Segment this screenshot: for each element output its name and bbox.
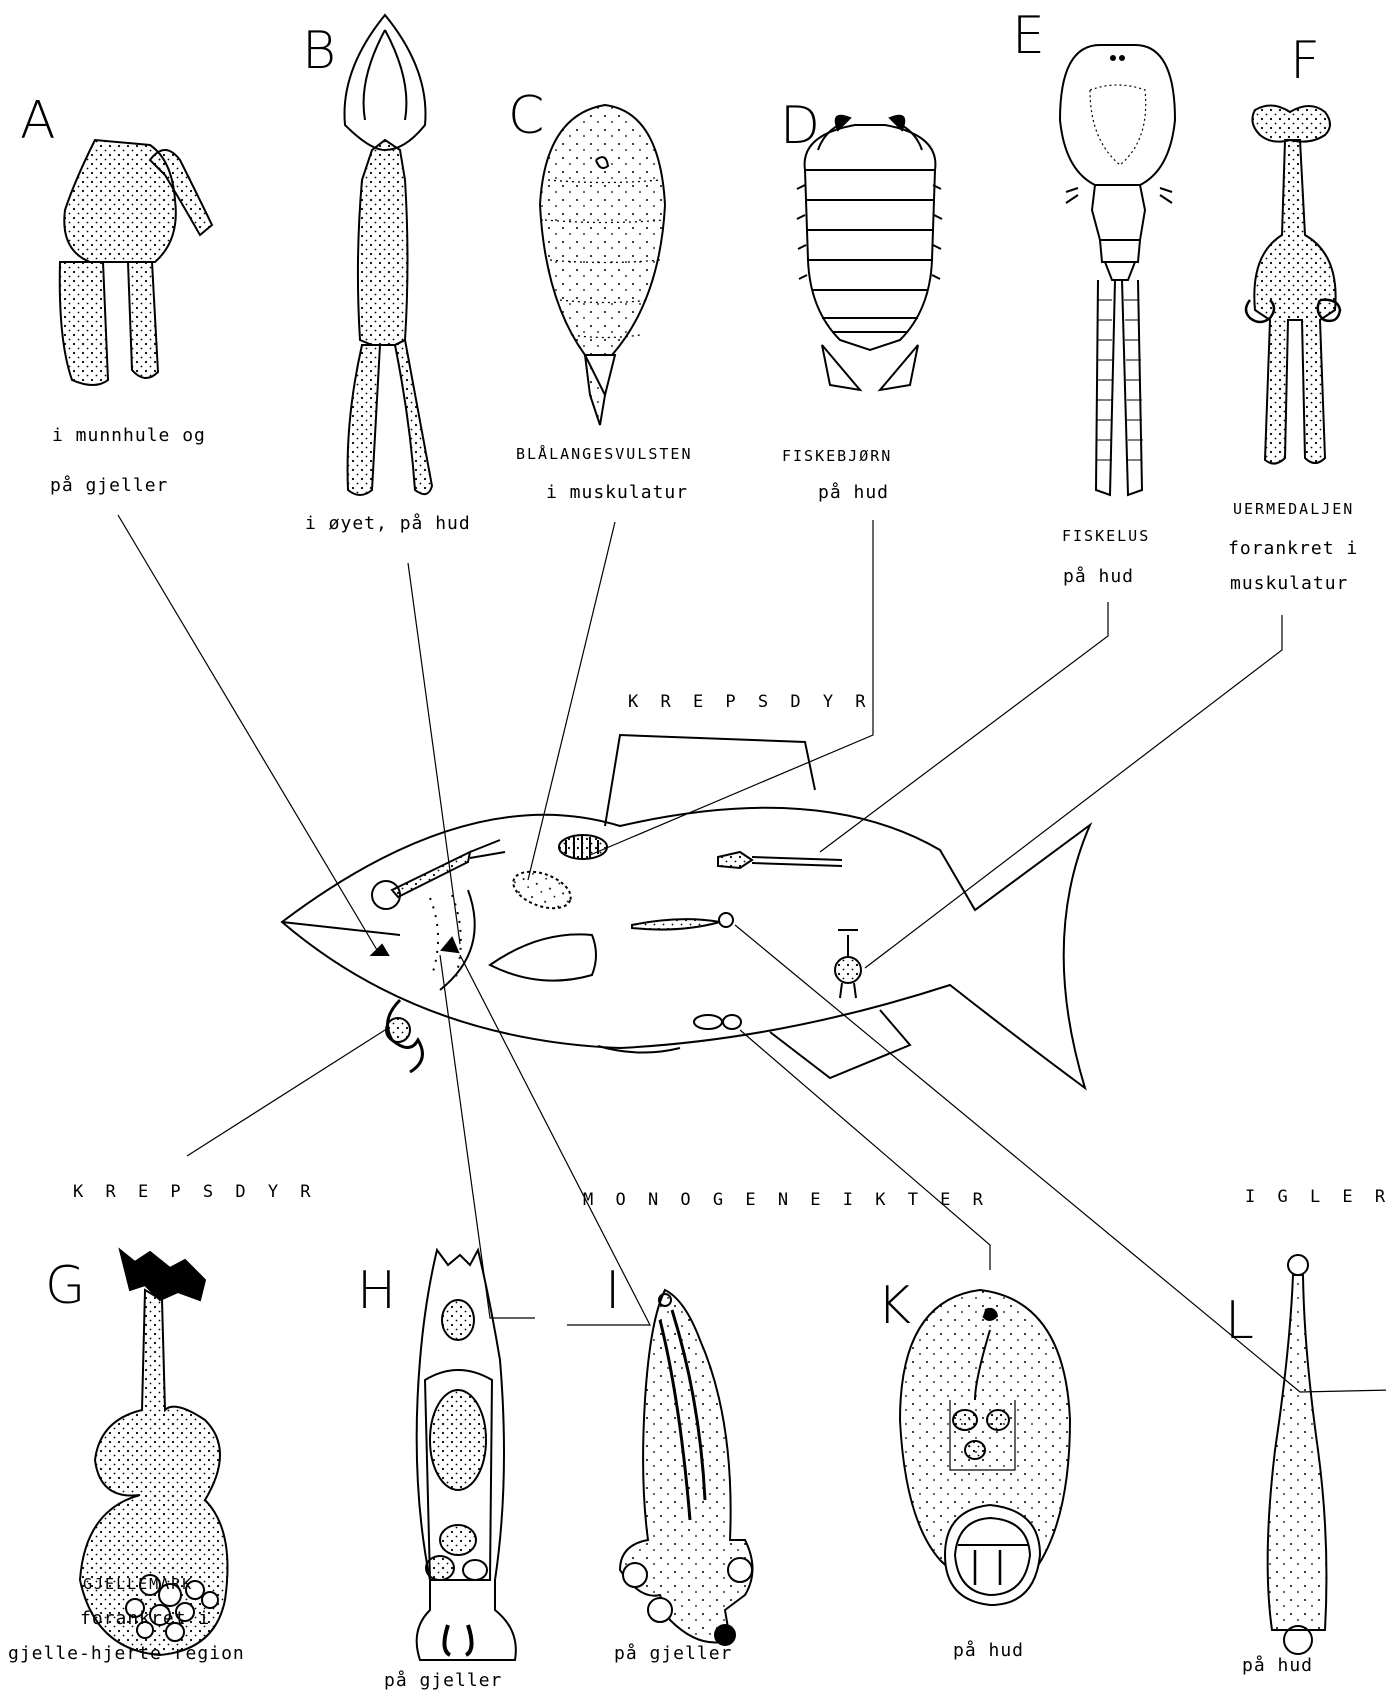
figure-H	[417, 1250, 516, 1660]
caption-A-1: i munnhule og	[52, 425, 206, 446]
caption-E-2: på hud	[1063, 566, 1134, 587]
letter-I: I	[605, 1265, 620, 1317]
figure-D	[797, 116, 942, 390]
caption-F-1: UERMEDALJEN	[1233, 500, 1354, 518]
figure-F	[1246, 105, 1340, 463]
caption-I-1: på gjeller	[614, 1643, 732, 1664]
letter-D: D	[780, 100, 820, 152]
fish-parasite-B	[392, 840, 505, 897]
group-label-krepsdyr-top: K R E P S D Y R	[628, 692, 872, 712]
caption-G-1: GJELLEMARK	[83, 1575, 193, 1593]
caption-B-1: i øyet, på hud	[305, 513, 471, 534]
group-label-krepsdyr-left: K R E P S D Y R	[73, 1182, 317, 1202]
caption-E-1: FISKELUS	[1062, 527, 1150, 545]
fish-parasite-E	[718, 852, 842, 868]
caption-F-2: forankret i	[1228, 538, 1358, 559]
letter-G: G	[45, 1260, 85, 1312]
letter-K: K	[877, 1280, 911, 1332]
caption-L-1: på hud	[1242, 1655, 1313, 1676]
letter-A: A	[20, 95, 56, 147]
figure-L	[1268, 1255, 1327, 1654]
letter-B: B	[302, 25, 336, 77]
leader-lines	[118, 515, 1386, 1392]
fish-parasite-G	[386, 1000, 423, 1072]
caption-K-1: på hud	[953, 1640, 1024, 1661]
figure-B	[345, 15, 433, 495]
group-label-igler: I G L E R	[1245, 1187, 1386, 1207]
fish-parasite-HI	[442, 938, 458, 952]
caption-F-3: muskulatur	[1230, 573, 1348, 594]
letter-C: C	[508, 90, 544, 142]
letter-E: E	[1012, 10, 1045, 62]
letter-H: H	[357, 1265, 396, 1317]
figure-G	[80, 1250, 228, 1655]
fish-parasite-D	[559, 835, 607, 859]
caption-D-2: på hud	[818, 482, 889, 503]
caption-A-2: på gjeller	[50, 475, 168, 496]
figure-K	[900, 1290, 1070, 1605]
caption-G-2: forankret i	[80, 1608, 210, 1629]
fish-parasite-F	[835, 930, 861, 998]
caption-C-2: i muskulatur	[546, 482, 688, 503]
figure-I	[620, 1290, 753, 1645]
fish-parasite-L	[632, 913, 733, 930]
caption-H-1: på gjeller	[384, 1670, 502, 1691]
letter-L: L	[1225, 1295, 1254, 1347]
figure-E	[1060, 45, 1175, 495]
figure-C	[540, 105, 665, 425]
caption-G-3: gjelle-hjerte region	[8, 1643, 245, 1664]
fish-parasite-K	[694, 1015, 741, 1029]
caption-D-1: FISKEBJØRN	[782, 447, 892, 465]
figure-A	[60, 140, 212, 385]
letter-F: F	[1290, 35, 1320, 87]
caption-C-1: BLÅLANGESVULSTEN	[516, 445, 693, 463]
fish-parasite-C	[508, 865, 575, 916]
group-label-monogene-ikter: M O N O G E N E I K T E R	[583, 1190, 989, 1210]
